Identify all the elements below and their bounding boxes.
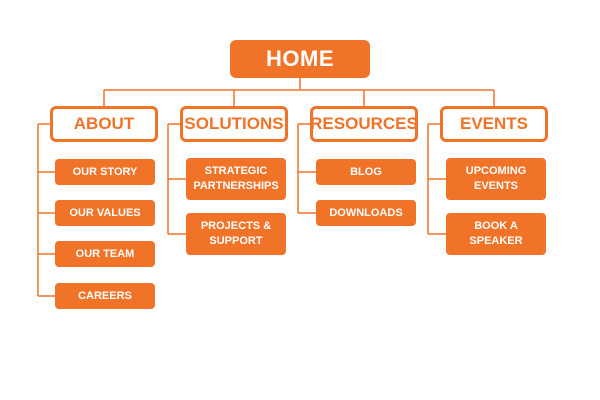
page-our-team[interactable]: OUR TEAM [55, 241, 155, 267]
page-our-values[interactable]: OUR VALUES [55, 200, 155, 226]
page-book-a-speaker[interactable]: BOOK A SPEAKER [446, 213, 546, 255]
category-resources[interactable]: RESOURCES [310, 106, 418, 142]
page-strategic-partnerships[interactable]: STRATEGIC PARTNERSHIPS [186, 158, 286, 200]
category-events[interactable]: EVENTS [440, 106, 548, 142]
category-solutions[interactable]: SOLUTIONS [180, 106, 288, 142]
page-downloads[interactable]: DOWNLOADS [316, 200, 416, 226]
page-blog[interactable]: BLOG [316, 159, 416, 185]
category-about[interactable]: ABOUT [50, 106, 158, 142]
page-careers[interactable]: CAREERS [55, 283, 155, 309]
page-projects-support[interactable]: PROJECTS & SUPPORT [186, 213, 286, 255]
home-node[interactable]: HOME [230, 40, 370, 78]
page-our-story[interactable]: OUR STORY [55, 159, 155, 185]
page-upcoming-events[interactable]: UPCOMING EVENTS [446, 158, 546, 200]
